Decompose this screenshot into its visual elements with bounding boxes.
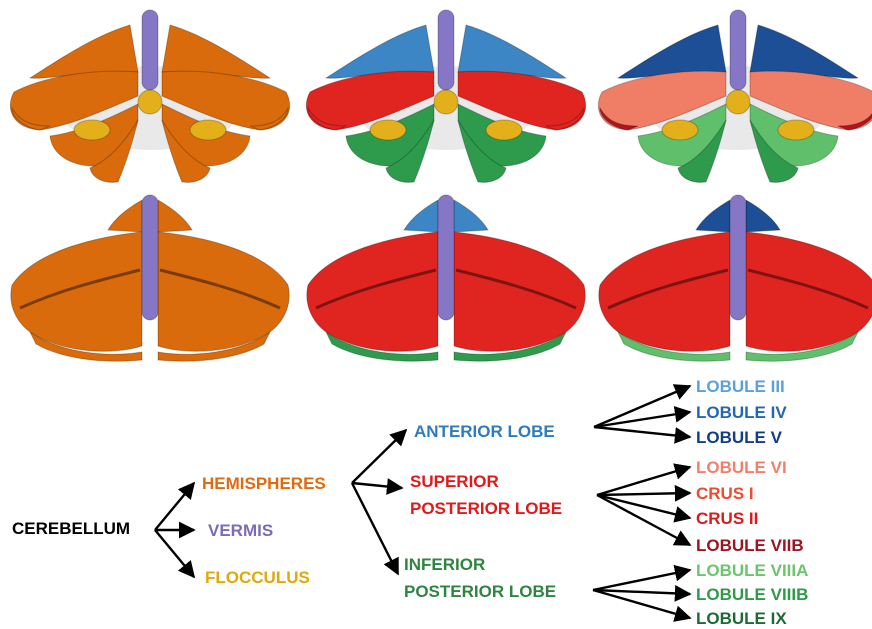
arrow-root-to-level1-3 bbox=[155, 530, 194, 577]
hierarchy-tree: CEREBELLUM HEMISPHERES VERMIS FLOCCULUS ANTE… bbox=[12, 377, 808, 628]
inferior-lobe-label-line2: POSTERIOR LOBE bbox=[404, 582, 556, 601]
root-label: CEREBELLUM bbox=[12, 519, 130, 538]
level1-label-3: FLOCCULUS bbox=[205, 568, 310, 587]
level1-label-1: HEMISPHERES bbox=[202, 474, 326, 493]
arrow-root-to-level1-1 bbox=[155, 483, 194, 530]
superior-lobe-label-line2: POSTERIOR LOBE bbox=[410, 499, 562, 518]
arrow-inferior-to-lobule-8 bbox=[593, 570, 690, 590]
superior-lobe-label-line1: SUPERIOR bbox=[410, 472, 499, 491]
brain-posterior-view bbox=[307, 195, 585, 361]
brain-posterior-view bbox=[599, 195, 872, 361]
brain-posterior-view bbox=[11, 195, 289, 361]
anterior-lobe-label: ANTERIOR LOBE bbox=[414, 422, 555, 441]
lobule-label-10: LOBULE IX bbox=[696, 609, 787, 628]
arrow-superior-to-lobule-7 bbox=[597, 495, 690, 545]
lobule-label-5: CRUS I bbox=[696, 484, 754, 503]
lobule-label-3: LOBULE V bbox=[696, 428, 783, 447]
lobule-label-2: LOBULE IV bbox=[696, 403, 787, 422]
arrow-hemispheres-to-anterior bbox=[352, 430, 406, 483]
brain-renders bbox=[10, 10, 872, 361]
lobule-label-7: LOBULE VIIB bbox=[696, 536, 804, 555]
level1-label-2: VERMIS bbox=[208, 521, 273, 540]
brain-column-1 bbox=[10, 10, 289, 361]
arrow-anterior-to-lobule-1 bbox=[594, 386, 690, 427]
brain-top-view bbox=[598, 10, 872, 182]
brain-top-view bbox=[306, 10, 585, 182]
inferior-lobe-label-line1: INFERIOR bbox=[404, 555, 485, 574]
lobule-label-1: LOBULE III bbox=[696, 377, 785, 396]
arrow-superior-to-lobule-4 bbox=[597, 467, 690, 495]
arrow-anterior-to-lobule-3 bbox=[594, 427, 690, 437]
arrow-superior-to-lobule-6 bbox=[597, 495, 690, 518]
brain-top-view bbox=[10, 10, 289, 182]
lobule-label-8: LOBULE VIIIA bbox=[696, 561, 808, 580]
brain-column-2 bbox=[306, 10, 585, 361]
lobule-label-9: LOBULE VIIIB bbox=[696, 585, 808, 604]
arrow-hemispheres-to-inferior bbox=[352, 483, 398, 574]
arrow-anterior-to-lobule-2 bbox=[594, 412, 690, 427]
lobule-label-4: LOBULE VI bbox=[696, 458, 787, 477]
arrow-hemispheres-to-superior bbox=[352, 483, 402, 488]
arrow-superior-to-lobule-5 bbox=[597, 493, 690, 495]
lobule-label-6: CRUS II bbox=[696, 509, 758, 528]
brain-column-3 bbox=[598, 10, 872, 361]
